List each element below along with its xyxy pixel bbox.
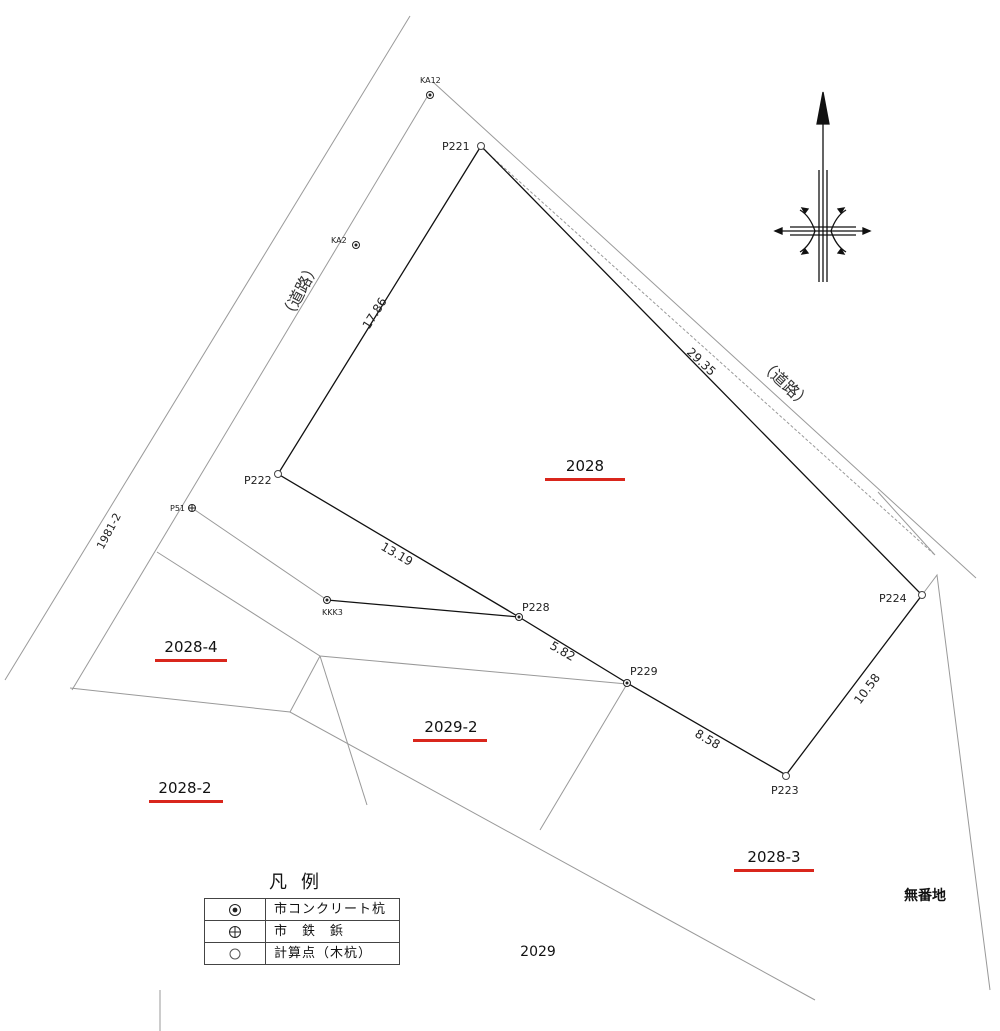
- point-label-p51: P51: [170, 504, 185, 513]
- point-p223: P223: [771, 772, 799, 797]
- legend-row: 市コンクリート杭: [205, 899, 399, 921]
- dim-west: 17.86: [360, 295, 390, 332]
- parcel-label-1981-2: 1981-2: [94, 511, 124, 552]
- point-p51: P51: [170, 504, 196, 513]
- parcel-label-2029: 2029: [520, 944, 556, 960]
- point-label-p224: P224: [879, 592, 907, 605]
- parcel-label-2029-2: 2029-2: [424, 718, 477, 736]
- point-label-p221: P221: [442, 140, 470, 153]
- parcel-label-2028-4: 2028-4: [164, 638, 217, 656]
- point-label-p228: P228: [522, 601, 550, 614]
- point-p228: P228: [515, 601, 550, 621]
- unnumbered-land-label: 無番地: [904, 887, 946, 904]
- highlight-underline-2028-4: [155, 659, 227, 662]
- point-p222: P222: [244, 470, 282, 487]
- point-label-p223: P223: [771, 784, 799, 797]
- legend-row: 市 鉄 鋲: [205, 921, 399, 943]
- parcel-label-2028-3: 2028-3: [747, 848, 800, 866]
- calc-point-icon: [205, 943, 266, 964]
- point-p221: P221: [442, 140, 485, 153]
- legend-label: 市コンクリート杭: [274, 902, 387, 917]
- point-ka2: KA2: [331, 236, 360, 249]
- highlight-underline-2029-2: [413, 739, 487, 742]
- dim-east: 10.58: [851, 671, 883, 707]
- point-label-kkk3: KKK3: [322, 608, 343, 617]
- dim-south-west-2: 5.82: [548, 638, 578, 663]
- parcel-label-2028: 2028: [566, 457, 604, 475]
- north-arrow-icon: [773, 91, 872, 282]
- iron-nail-icon: [205, 921, 266, 942]
- highlight-underline-2028-2: [149, 800, 223, 803]
- legend: 市コンクリート杭 市 鉄 鋲 計算点（木杭）: [204, 898, 400, 965]
- point-label-ka2: KA2: [331, 236, 347, 245]
- road-edges: [4, 15, 977, 691]
- neighbor-boundaries: [69, 507, 991, 1031]
- point-p229: P229: [623, 665, 658, 687]
- point-label-p229: P229: [630, 665, 658, 678]
- highlight-underline-2028: [545, 478, 625, 481]
- legend-label: 計算点（木杭）: [274, 946, 373, 961]
- survey-points: KA12 KA2 P221 P222 P51 KKK3 P228: [170, 76, 926, 797]
- dim-south-west-3: 8.58: [693, 726, 723, 751]
- highlight-underline-2028-3: [734, 869, 814, 872]
- dim-north-east: 29.35: [684, 345, 719, 379]
- road-label-west: （道路）: [277, 258, 324, 323]
- point-kkk3: KKK3: [322, 596, 343, 617]
- point-p224: P224: [879, 591, 926, 605]
- point-label-ka12: KA12: [420, 76, 441, 85]
- concrete-pile-icon: [205, 899, 266, 920]
- point-label-p222: P222: [244, 474, 272, 487]
- legend-row: 計算点（木杭）: [205, 943, 399, 964]
- legend-title: 凡例: [269, 872, 333, 893]
- parcel-label-2028-2: 2028-2: [158, 779, 211, 797]
- legend-label: 市 鉄 鋲: [274, 924, 345, 939]
- point-ka12: KA12: [420, 76, 441, 99]
